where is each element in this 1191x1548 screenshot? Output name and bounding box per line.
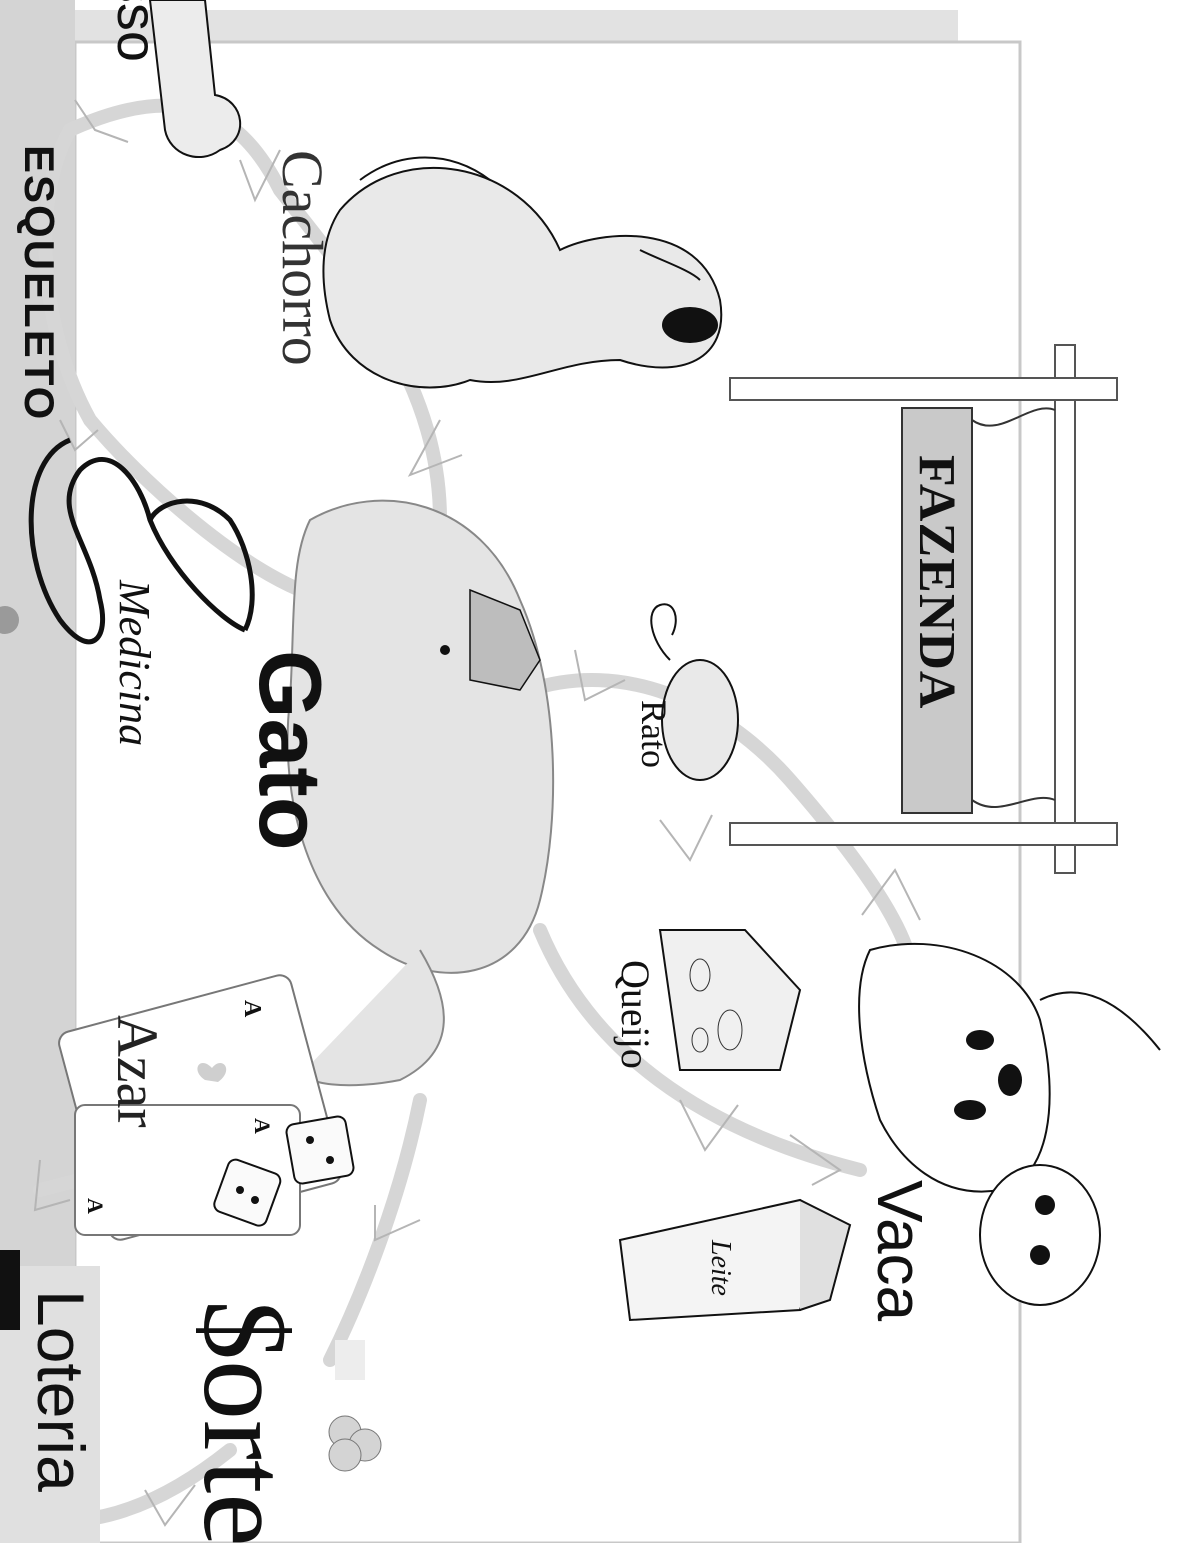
word-osso: Osso: [106, 0, 169, 62]
card-rank-top: A: [239, 1000, 265, 1018]
word-azar: Azar: [105, 1015, 170, 1128]
word-fazenda: FAZENDA: [908, 455, 965, 709]
card-rank-bottom: A: [83, 1198, 108, 1214]
word-vaca: Vaca: [864, 1180, 936, 1322]
word-gato: Gato: [241, 650, 340, 850]
word-rato: Rato: [634, 700, 674, 768]
card-rank-middle: A: [250, 1118, 275, 1134]
word-esqueleto: ESQUELETO: [16, 145, 63, 421]
dog-nose: [662, 307, 718, 343]
word-leite: Leite: [705, 1239, 736, 1296]
word-cachorro: Cachorro: [270, 150, 335, 366]
word-medicina: Medicina: [110, 579, 159, 746]
loteria-number-fragment: [0, 1250, 20, 1330]
word-queijo: Queijo: [613, 960, 658, 1069]
word-loteria: Loteria: [24, 1290, 98, 1492]
word-sorte: $orte: [179, 1300, 312, 1543]
